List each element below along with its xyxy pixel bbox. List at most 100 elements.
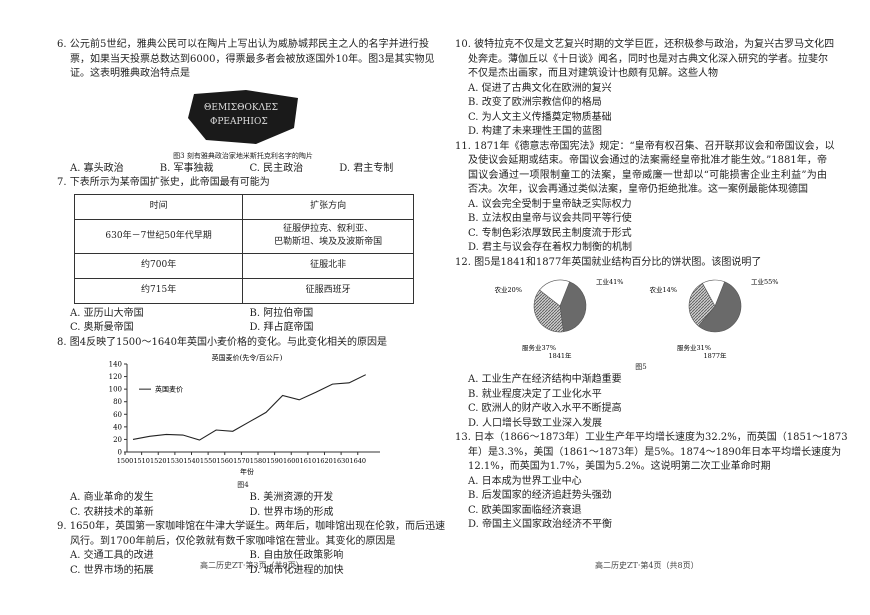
y-tick-label: 80 [113,398,122,406]
option-b[interactable]: B. 美洲资源的开发 [249,492,334,503]
q7-stem: 7. 下表所示为某帝国扩张史，此帝国最有可能为 [57,177,270,188]
pie-slice [702,279,725,307]
option-b[interactable]: B. 立法权由皇帝与议会共同平等行使 [468,213,632,224]
option-c[interactable]: C. 奥斯曼帝国 [70,322,134,333]
question-10: 10. 彼特拉克不仅是文艺复兴时期的文学巨匠，还积极参与政治，为复兴古罗马文化四… [455,38,834,140]
option-c[interactable]: C. 农耕技术的革新 [70,506,154,518]
q9-options-row: A. 交通工具的改进 B. 自由放任政策影响 [57,549,429,564]
q7-options-row: A. 亚历山大帝国 B. 阿拉伯帝国 [57,307,429,322]
option-a[interactable]: A. 促进了古典文化在欧洲的复兴 [468,82,612,94]
q6-line: 证。这表明雅典政治特点是 [70,68,190,79]
q13-line: 年）是3.3%，美国（1861～1873年）是5%。1874～1890年日本平均… [468,446,842,458]
page-footer-4: 高二历史ZT·第4页（共8页） [595,561,699,570]
table-cell: 630年－7世纪50年代早期 [73,218,244,254]
employment-pie-charts: 工业41% 服务业37% 农业20% 1841年 工业55% 服务业31% 农业14% 187… [495,277,779,360]
x-tick-label: 1560 [216,457,233,465]
x-tick-label: 1590 [266,457,283,465]
option-b[interactable]: B. 自由放任政策影响 [249,550,344,561]
pie-slice [688,282,716,327]
x-tick-label: 1600 [283,457,300,465]
question-9: 9. 1650年，英国第一家咖啡馆在牛津大学诞生。两年后，咖啡馆出现在伦敦，而后… [57,520,446,579]
q11-line: 及使议会延期或结束。帝国议会通过的法案需经皇帝批准才能生效。”1881年，帝 [468,155,827,166]
pie-year-label: 1877年 [703,351,727,358]
pie-slice [698,281,742,333]
x-tick-label: 1550 [200,457,217,465]
option-c[interactable]: C. 欧洲人的财产收入水平不断提高 [468,403,622,414]
y-tick-label: 60 [113,411,122,419]
q6-line: 6. 公元前5世纪，雅典公民可以在陶片上写出认为威胁城邦民主之人的名字并进行投 [57,39,429,50]
expansion-table: 时间扩张方向 630年－7世纪50年代早期征服伊拉克、叙利亚、 巴勒斯坦、埃及及… [73,193,414,304]
option-d[interactable]: D. 拜占庭帝国 [249,322,314,333]
option-d[interactable]: D. 君主与议会存在着权力制衡的机制 [468,242,633,253]
pie-label: 服务业31% [677,343,711,352]
q7-options-row: C. 奥斯曼帝国 D. 拜占庭帝国 [57,321,429,336]
table-cell: 征服北非 [242,252,414,279]
table-header: 时间 [73,193,244,220]
q10-line: 不仅是杰出画家，而且对建筑设计也颇有见解。这些人物 [468,68,718,79]
option-c[interactable]: C. 专制色彩浓厚致民主制度流于形式 [468,227,632,239]
question-6: 6. 公元前5世纪，雅典公民可以在陶片上写出认为威胁城邦民主之人的名字并进行投 … [57,38,435,177]
x-tick-label: 1500 [117,457,134,465]
option-a[interactable]: A. 工业生产在经济结构中渐趋重要 [468,374,622,385]
x-tick-label: 1570 [233,457,250,465]
option-d[interactable]: D. 人口增长导致工业深入发展 [468,417,603,429]
option-a[interactable]: A. 寡头政治 [70,162,124,174]
option-a[interactable]: A. 亚历山大帝国 [70,307,144,319]
option-d[interactable]: D. 君主专制 [339,162,394,174]
option-c[interactable]: C. 世界市场的拓展 [70,564,154,576]
y-tick-label: 100 [109,386,122,394]
option-b[interactable]: B. 就业程度决定了工业化水平 [468,388,602,400]
option-c[interactable]: C. 民主政治 [249,162,304,174]
x-tick-label: 1620 [316,457,333,465]
pie-slice [533,289,564,333]
table-cell: 约700年 [73,252,244,279]
q9-line: 风行。到1700年前后，仅伦敦就有数千家咖啡馆在营业。其变化的原因是 [70,535,396,547]
ostracon-text: ΘΕΜΙΣΘΟΚΛΕΣ [204,103,278,113]
q6-options: A. 寡头政治 B. 军事独裁 C. 民主政治 D. 君主专制 [57,162,429,177]
figure-3-caption: 图3 刻有雅典政治家地米斯托克利名字的陶片 [173,151,313,160]
ostracon-text: ΦΡΕΑΡΗΙΟΣ [210,117,268,127]
x-tick-label: 1530 [167,457,184,465]
x-tick-label: 1540 [183,457,200,465]
pie-label: 农业20% [495,285,522,294]
table-cell: 征服伊拉克、叙利亚、 巴勒斯坦、埃及及波斯帝国 [242,218,414,254]
y-tick-label: 40 [113,423,122,431]
legend-label: 英国麦价 [155,385,183,394]
pie-label: 服务业37% [522,343,556,352]
wheat-price-line [132,374,366,441]
option-b[interactable]: B. 改变了欧洲宗教信仰的格局 [468,97,602,108]
q13-line: 12.1%，而英国为1.7%，美国为5.2%。这说明第二次工业革命时期 [468,461,771,472]
q11-line: 否决。次年，议会再通过类似法案，皇帝仍拒绝批准。这一案例最能体现德国 [468,184,808,195]
q12-stem: 12. 图5是1841和1877年英国就业结构百分比的饼状图。该图说明了 [455,256,762,268]
q11-line: 11. 1871年《德意志帝国宪法》规定：“皇帝有权召集、召开联邦议会和帝国议会… [455,140,835,152]
option-c[interactable]: C. 为人文主义传播奠定物质基础 [468,111,612,123]
q8-options-row: A. 商业革命的发生 B. 美洲资源的开发 [57,491,429,506]
table-header: 扩张方向 [242,193,414,220]
x-tick-label: 1510 [133,457,150,465]
option-b[interactable]: B. 军事独裁 [159,162,214,174]
option-a[interactable]: A. 议会完全受制于皇帝缺乏实际权力 [468,198,632,210]
option-c[interactable]: C. 欧美国家面临经济衰退 [468,504,582,516]
option-d[interactable]: D. 构建了未来理性王国的蓝图 [468,126,603,137]
option-d[interactable]: D. 帝国主义国家政治经济不平衡 [468,519,613,530]
option-b[interactable]: B. 阿拉伯帝国 [249,307,314,319]
option-d[interactable]: D. 城市化进程的加快 [249,564,344,576]
x-axis-label: 年份 [240,467,254,476]
q9-options-row: C. 世界市场的拓展 D. 城市化进程的加快 [57,564,429,579]
y-tick-label: 20 [113,436,122,444]
y-tick-label: 120 [109,373,122,381]
pie-label: 农业14% [650,285,677,294]
q13-line: 13. 日本（1866～1873年）工业生产年平均增长速度为32.2%，而英国（… [455,432,848,443]
pie-year-label: 1841年 [548,351,572,358]
x-tick-label: 1580 [250,457,267,465]
q9-line: 9. 1650年，英国第一家咖啡馆在牛津大学诞生。两年后，咖啡馆出现在伦敦，而后… [57,521,446,532]
option-a[interactable]: A. 交通工具的改进 [70,550,154,561]
question-12: 12. 图5是1841和1877年英国就业结构百分比的饼状图。该图说明了 工业4… [455,256,827,432]
pie-label: 工业55% [751,277,778,286]
option-a[interactable]: A. 商业革命的发生 [70,492,154,503]
option-d[interactable]: D. 世界市场的形成 [249,506,334,518]
option-b[interactable]: B. 后发国家的经济追赶势头强劲 [468,490,612,501]
pie-label: 工业41% [596,277,623,286]
question-7: 7. 下表所示为某帝国扩张史，此帝国最有可能为 时间扩张方向 630年－7世纪5… [57,176,429,336]
option-a[interactable]: A. 日本成为世界工业中心 [468,475,582,487]
